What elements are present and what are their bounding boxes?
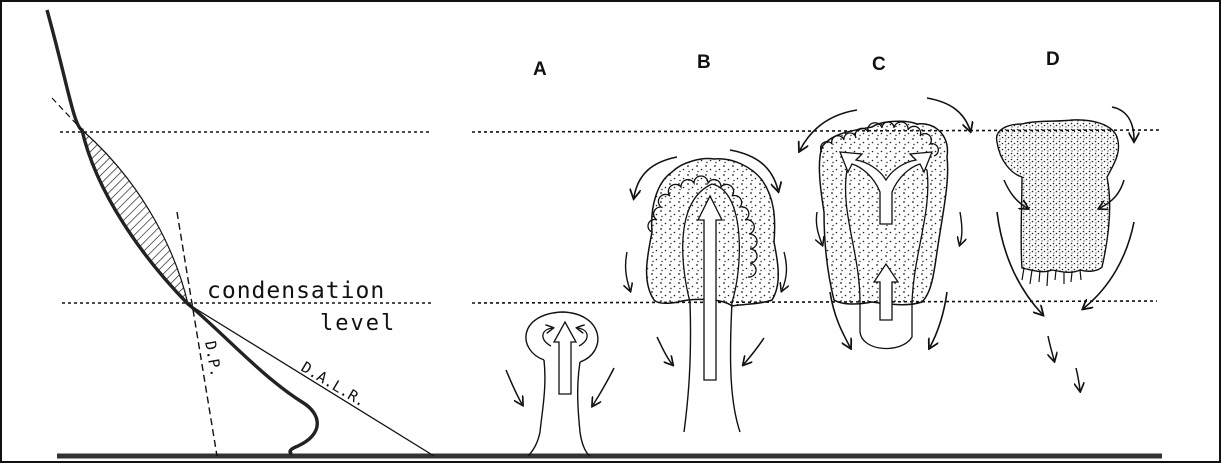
stage-a-thermal xyxy=(506,312,614,456)
stage-d-downdraft-lower-2 xyxy=(1076,368,1080,390)
stage-d-dissipating xyxy=(997,107,1134,390)
stage-a-inflow-right xyxy=(593,368,614,405)
condensation-level-line-right xyxy=(472,301,1157,303)
dp-label: D.P. xyxy=(201,340,225,379)
stage-c-mature xyxy=(800,98,970,348)
stage-b-downdraft-left xyxy=(657,337,672,364)
stage-a-circulation-left xyxy=(543,328,552,346)
stage-label-a: A xyxy=(533,59,547,80)
stage-c-downdraft-right xyxy=(930,292,947,347)
stage-label-b: B xyxy=(697,52,711,73)
stage-a-updraft-arrow xyxy=(554,322,576,394)
environment-curve xyxy=(47,10,317,454)
stage-b-side-left xyxy=(626,252,630,290)
dalr-label: D.A.L.R. xyxy=(298,358,369,411)
stage-b-cumulus xyxy=(626,150,787,432)
stage-a-inflow-left xyxy=(506,370,522,404)
level-label: level xyxy=(320,311,396,336)
stage-d-cloud xyxy=(997,120,1119,272)
stage-c-side-right xyxy=(960,212,962,244)
stage-label-d: D xyxy=(1046,49,1060,70)
hatched-instability-area xyxy=(82,130,188,304)
condensation-label: condensation xyxy=(207,278,385,304)
stage-b-side-right xyxy=(782,252,786,290)
dp-line xyxy=(177,212,217,456)
stage-b-downdraft-right xyxy=(744,338,764,364)
stage-d-downdraft-lower-1 xyxy=(1048,336,1054,360)
stage-label-c: C xyxy=(872,54,886,75)
stage-a-circulation-right xyxy=(578,328,587,346)
stage-c-circulation-right xyxy=(927,98,970,130)
stage-c-side-left xyxy=(816,212,822,244)
